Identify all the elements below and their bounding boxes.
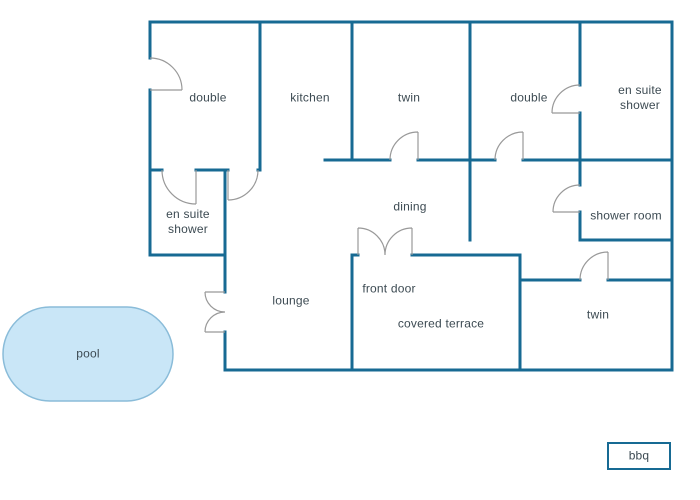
room-label-double-left: double	[189, 90, 227, 105]
room-label-twin-top: twin	[397, 90, 421, 105]
room-label-ensuite-shower-left: en suite shower	[166, 207, 210, 236]
walls	[148, 20, 674, 372]
room-label-kitchen: kitchen	[290, 90, 330, 105]
bbq-shape	[607, 442, 671, 470]
bbq-label: bbq	[628, 448, 650, 463]
door-arcs	[149, 57, 609, 333]
pool-shape	[2, 306, 174, 402]
room-label-double-right: double	[510, 90, 548, 105]
room-label-dining: dining	[393, 199, 427, 214]
room-label-covered-terrace: covered terrace	[397, 316, 485, 331]
room-label-twin-bottom: twin	[586, 307, 610, 322]
room-label-shower-room: shower room	[590, 208, 662, 223]
room-label-ensuite-shower-right: en suite shower	[618, 83, 662, 112]
pool-label: pool	[76, 346, 100, 361]
room-label-front-door: front door	[362, 281, 416, 296]
room-label-lounge: lounge	[272, 293, 310, 308]
